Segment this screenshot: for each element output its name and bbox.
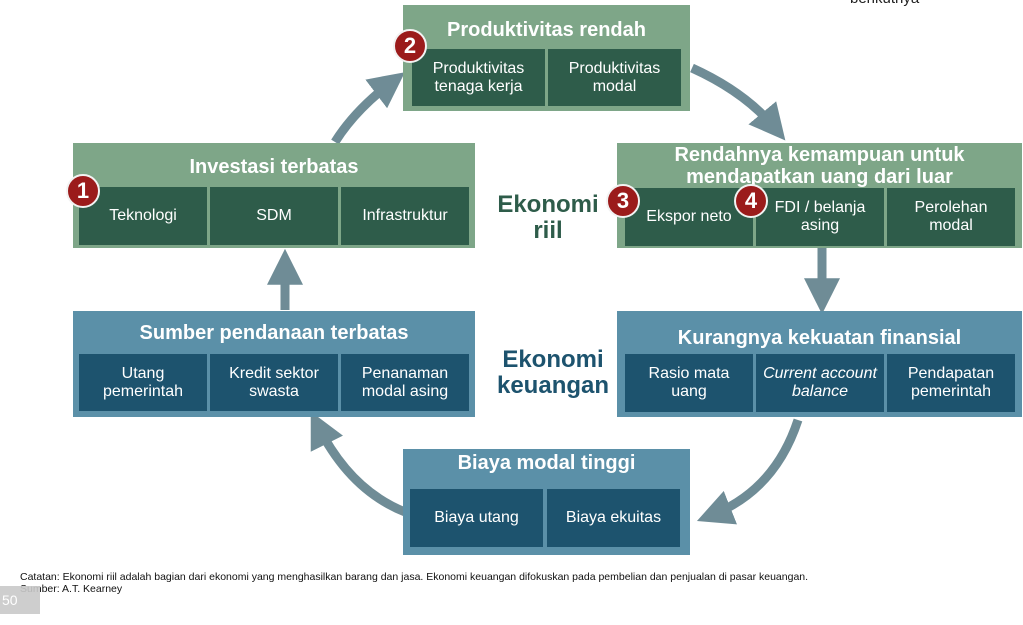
badge-3: 3 [606,184,640,218]
badge-4: 4 [734,184,768,218]
group-title: Kurangnya kekuatan finansial [677,327,962,349]
cell-human-resources: SDM [210,187,338,245]
group-high-capital-cost: Biaya modal tinggi Biaya utang Biaya eku… [403,449,690,555]
footnote-source: Sumber: A.T. Kearney [20,582,123,595]
cell-labor-productivity: Produktivitas tenaga kerja [412,49,545,106]
group-financial-weakness: Kurangnya kekuatan finansial Rasio mata … [617,311,1022,417]
group-low-productivity: Produktivitas rendah Produktivitas tenag… [403,5,690,111]
cell-current-account: Current account balance [756,354,884,412]
group-low-earning: Rendahnya kemampuan untuk mendapatkan ua… [617,143,1022,248]
cell-capital-gain: Perolehan modal [887,188,1015,246]
arrow-cost-to-funding [310,411,407,517]
cell-government-revenue: Pendapatan pemerintah [887,354,1015,412]
cell-cost-of-equity: Biaya ekuitas [547,489,680,547]
group-title: Rendahnya kemampuan untuk mendapatkan ua… [674,144,965,188]
arrow-investment-to-productivity [331,72,405,145]
cell-infrastructure: Infrastruktur [341,187,469,245]
footnote-note: Catatan: Ekonomi riil adalah bagian dari… [20,571,809,583]
cell-cost-of-debt: Biaya utang [410,489,543,547]
cell-fdi: FDI / belanja asing [756,188,884,246]
cell-capital-productivity: Produktivitas modal [548,49,681,106]
footnote: Catatan: Ekonomi riil adalah bagian dari… [20,571,820,595]
label-financial-economy: Ekonomi keuangan [496,346,610,399]
cell-net-exports: Ekspor neto [625,188,753,246]
cell-currency-ratio: Rasio mata uang [625,354,753,412]
group-title: Biaya modal tinggi [457,452,636,474]
cell-technology: Teknologi [79,187,207,245]
group-title: Produktivitas rendah [447,19,646,41]
page-number: 50 [0,586,40,614]
continuation-text: berikutnya [850,0,919,7]
group-title: Sumber pendanaan terbatas [139,322,409,344]
cell-private-credit: Kredit sektor swasta [210,354,338,411]
group-limited-investment: Investasi terbatas Teknologi SDM Infrast… [73,143,475,248]
label-real-economy: Ekonomi riil [497,191,599,244]
arrow-productivity-to-earning [690,63,786,141]
arrow-financial-to-cost [696,418,803,525]
cell-foreign-investment: Penanaman modal asing [341,354,469,411]
group-title: Investasi terbatas [189,156,359,178]
badge-2: 2 [393,29,427,63]
group-limited-funding: Sumber pendanaan terbatas Utang pemerint… [73,311,475,417]
cell-government-debt: Utang pemerintah [79,354,207,411]
badge-1: 1 [66,174,100,208]
